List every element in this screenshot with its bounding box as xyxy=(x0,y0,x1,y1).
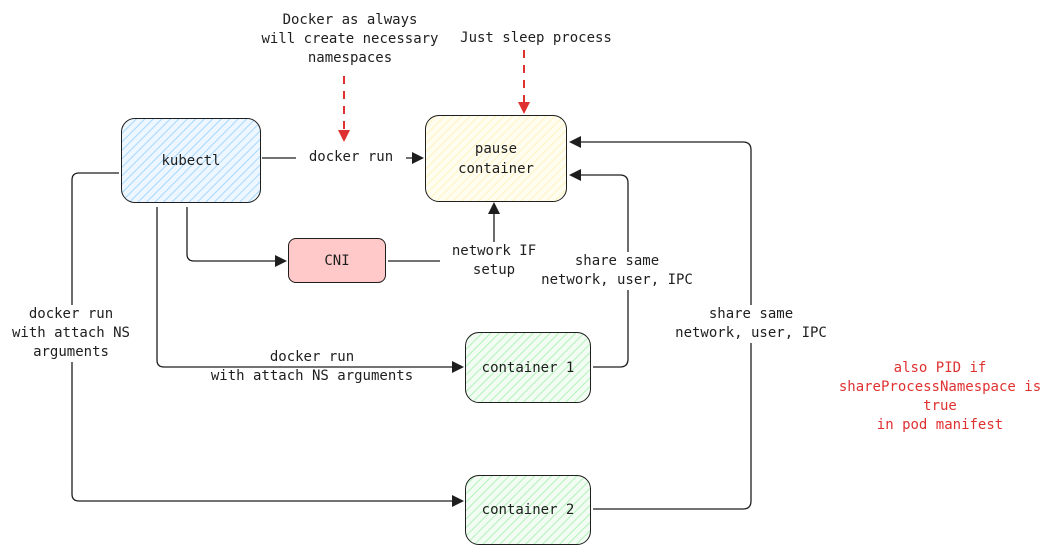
annotation-sleep-process: Just sleep process xyxy=(460,30,612,46)
edge-label-docker-run-container1: docker run with attach NS arguments xyxy=(210,349,414,384)
pause-container-node: pause container xyxy=(425,115,567,202)
annotation-pid-note: also PID if shareProcessNamespace is tru… xyxy=(838,360,1042,433)
annotation-docker-namespaces: Docker as always will create necessary n… xyxy=(261,12,439,66)
container-2-node: container 2 xyxy=(465,475,591,545)
container1-fill xyxy=(465,332,591,403)
edge-label-share-container1: share same network, user, IPC xyxy=(533,252,701,290)
container-1-node: container 1 xyxy=(465,332,591,403)
cni-fill xyxy=(288,238,386,283)
kubectl-node: kubectl xyxy=(121,118,261,203)
container2-fill xyxy=(465,475,591,545)
edge-label-share-container2: share same network, user, IPC xyxy=(666,305,836,343)
cni-node: CNI xyxy=(288,238,386,283)
edge-label-docker-run-container2: docker run with attach NS arguments xyxy=(2,305,140,362)
edge-kubectl-container1 xyxy=(156,207,464,373)
edge-kubectl-cni xyxy=(186,207,287,267)
pause-fill xyxy=(425,115,567,202)
kubectl-fill xyxy=(121,118,261,203)
edge-label-docker-run: docker run xyxy=(296,148,406,167)
edge-label-network-setup: network IF setup xyxy=(440,242,548,280)
